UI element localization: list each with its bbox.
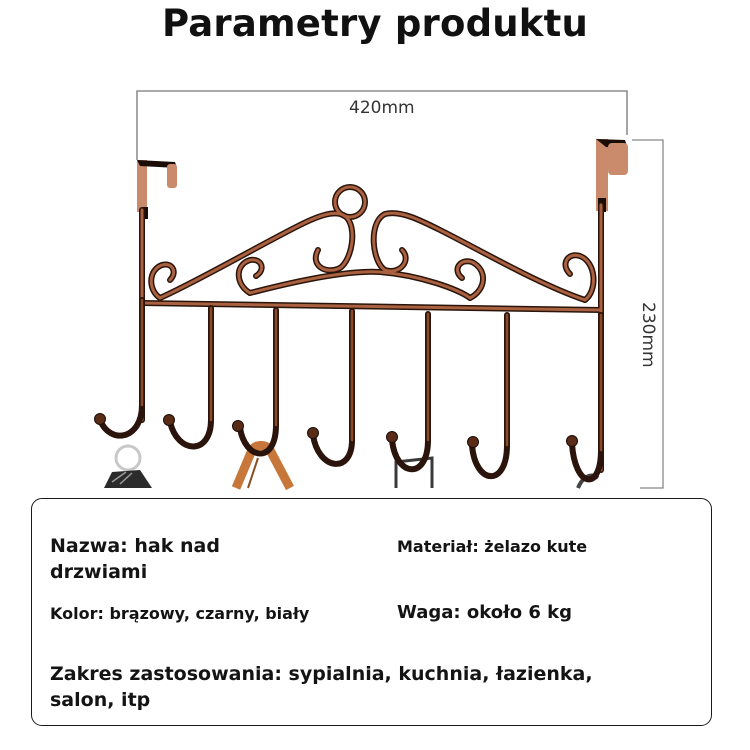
page-title: Parametry produktu	[161, 2, 589, 45]
left-door-clip-icon	[137, 160, 177, 219]
spec-weight: Waga: około 6 kg	[397, 602, 573, 623]
width-dimension-label: 420mm	[349, 98, 415, 118]
bag-handle-icon	[394, 456, 434, 488]
height-dimension-label: 230mm	[638, 302, 658, 368]
keys-icon	[104, 444, 152, 488]
right-door-clip-icon	[596, 139, 628, 212]
hooks	[97, 297, 604, 483]
spec-material: Materiał: żelazo kute	[397, 537, 588, 556]
width-dimension-line	[136, 90, 628, 160]
hook-tip-knobs	[94, 413, 578, 448]
spec-color: Kolor: brązowy, czarny, biały	[50, 604, 310, 623]
product-image	[94, 90, 664, 491]
product-spec-card: Nazwa: hak nad drzwiami Materiał: żelazo…	[31, 498, 712, 726]
spec-name: Nazwa: hak nad drzwiami	[50, 535, 220, 583]
spec-usage: Zakres zastosowania: sypialnia, kuchnia,…	[50, 663, 593, 711]
height-dimension-line	[632, 139, 664, 489]
